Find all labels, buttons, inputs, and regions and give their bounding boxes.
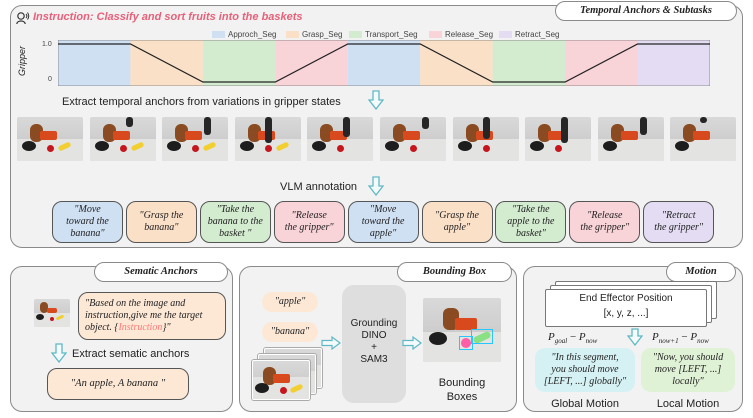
legend-release-label: Release_Seg [445, 30, 494, 39]
semantic-prompt-end: }" [162, 322, 171, 333]
legend-release-swatch [429, 31, 442, 39]
vlm-annotation-caption: VLM annotation [280, 181, 358, 193]
motion-panel-title: Motion [666, 262, 736, 282]
local-motion-bubble: "Now, you should move [LEFT, ...] locall… [641, 348, 735, 392]
video-frame [670, 117, 737, 161]
bounding-boxes-label: Bounding Boxes [438, 377, 486, 403]
legend-transport-swatch [349, 31, 362, 39]
global-motion-label: Global Motion [551, 398, 619, 410]
video-frame [162, 117, 229, 161]
extract-temporal-caption: Extract temporal anchors from variations… [62, 96, 341, 108]
legend-retract-label: Retract_Seg [515, 30, 560, 39]
video-frame [89, 117, 156, 161]
gripper-segment-retract [637, 40, 710, 86]
gripper-axis-label: Gripper [17, 46, 27, 77]
semantic-result-bubble: "An apple, A banana " [47, 368, 189, 400]
ee-position-value: [x, y, z, ...] [603, 308, 649, 319]
down-arrow-icon [51, 343, 67, 363]
legend-grasp: Grasp_Seg [286, 30, 342, 40]
local-formula-b: P [690, 331, 698, 343]
global-formula-a: P [548, 331, 555, 343]
extract-semantic-caption: Extract sematic anchors [72, 348, 190, 360]
y-tick-low: 0 [48, 76, 52, 83]
apple-mask [461, 338, 471, 348]
legend-approach-swatch [212, 31, 225, 39]
legend-grasp-label: Grasp_Seg [302, 30, 343, 39]
down-arrow-icon [368, 176, 384, 196]
gripper-segment-transport [492, 40, 566, 86]
video-frame [380, 117, 446, 161]
global-formula-b: P [578, 331, 586, 343]
video-frame [234, 117, 301, 161]
legend-grasp-swatch [286, 31, 299, 39]
video-frame [525, 117, 592, 161]
local-formula-a: P [652, 331, 659, 343]
semantic-prompt-text: "Based on the image and instruction,give… [85, 298, 203, 333]
banana-bbox [471, 329, 493, 344]
video-frame [17, 117, 83, 161]
subtask-annotation: "Retract the gripper" [643, 201, 715, 243]
subtask-annotation: "Take the apple to the basket" [495, 201, 567, 243]
ee-position-title: End Effector Position [579, 293, 673, 304]
local-motion-label: Local Motion [656, 398, 720, 410]
bbox-panel-title: Bounding Box [397, 262, 512, 282]
speaker-icon [16, 11, 30, 25]
legend-transport-label: Transport_Seg [365, 30, 418, 39]
semantic-panel-title: Sematic Anchors [94, 262, 228, 282]
subtask-annotation: "Release the gripper" [569, 201, 641, 243]
subtask-annotation: "Move toward the apple" [347, 201, 419, 243]
down-arrow-icon [627, 328, 643, 346]
gripper-state-plot [58, 40, 710, 86]
legend-retract-swatch [499, 31, 512, 39]
semantic-prompt-bubble: "Based on the image and instruction,give… [78, 292, 226, 340]
local-formula: Pnow+1 − Pnow [652, 331, 709, 346]
legend-approach: Approch_Seg [212, 30, 276, 40]
subtask-annotation: "Grasp the apple" [421, 201, 493, 243]
global-formula-a-sub: goal [554, 337, 568, 346]
y-tick-high: 1.0 [42, 41, 52, 48]
instruction-label: Instruction: Classify and sort fruits in… [33, 11, 303, 23]
gripper-segment-approach [347, 40, 421, 86]
gripper-segment-approach [58, 40, 131, 86]
ee-position-card [545, 289, 707, 327]
legend-transport: Transport_Seg [349, 30, 418, 40]
right-arrow-icon [402, 336, 422, 350]
subtask-annotation: "Release the gripper" [273, 201, 345, 243]
local-formula-a-sub: now+1 [658, 337, 679, 346]
bounding-box-output-image [423, 298, 501, 362]
video-frame [597, 117, 664, 161]
subtask-annotation: "Move toward the banana" [52, 201, 123, 243]
grounding-model-box [342, 285, 406, 403]
gripper-segment-transport [202, 40, 276, 86]
right-arrow-icon [321, 336, 341, 350]
input-image-stack-front [252, 360, 310, 400]
global-formula-b-sub: now [585, 337, 598, 346]
global-formula: Pgoal − Pnow [548, 331, 598, 346]
down-arrow-icon [368, 90, 384, 110]
legend-release: Release_Seg [429, 30, 493, 40]
label-banana: "banana" [262, 322, 318, 342]
global-motion-bubble: "In this segment, you should move [LEFT,… [535, 348, 635, 392]
legend-retract: Retract_Seg [499, 30, 559, 40]
subtask-annotation: "Grasp the banana" [125, 201, 197, 243]
local-formula-b-sub: now [697, 337, 709, 346]
subtask-annotation: "Take the banana to the basket " [199, 201, 271, 243]
semantic-prompt-highlight: Instruction [118, 322, 163, 333]
legend-approach-label: Approch_Seg [228, 30, 277, 39]
label-apple: "apple" [262, 292, 318, 312]
grounding-model-text: Grounding DINO + SAM3 [350, 318, 398, 365]
semantic-thumbnail [34, 299, 70, 327]
temporal-panel-title: Temporal Anchors & Subtasks [555, 1, 737, 21]
video-frame [452, 117, 519, 161]
video-frame [307, 117, 374, 161]
